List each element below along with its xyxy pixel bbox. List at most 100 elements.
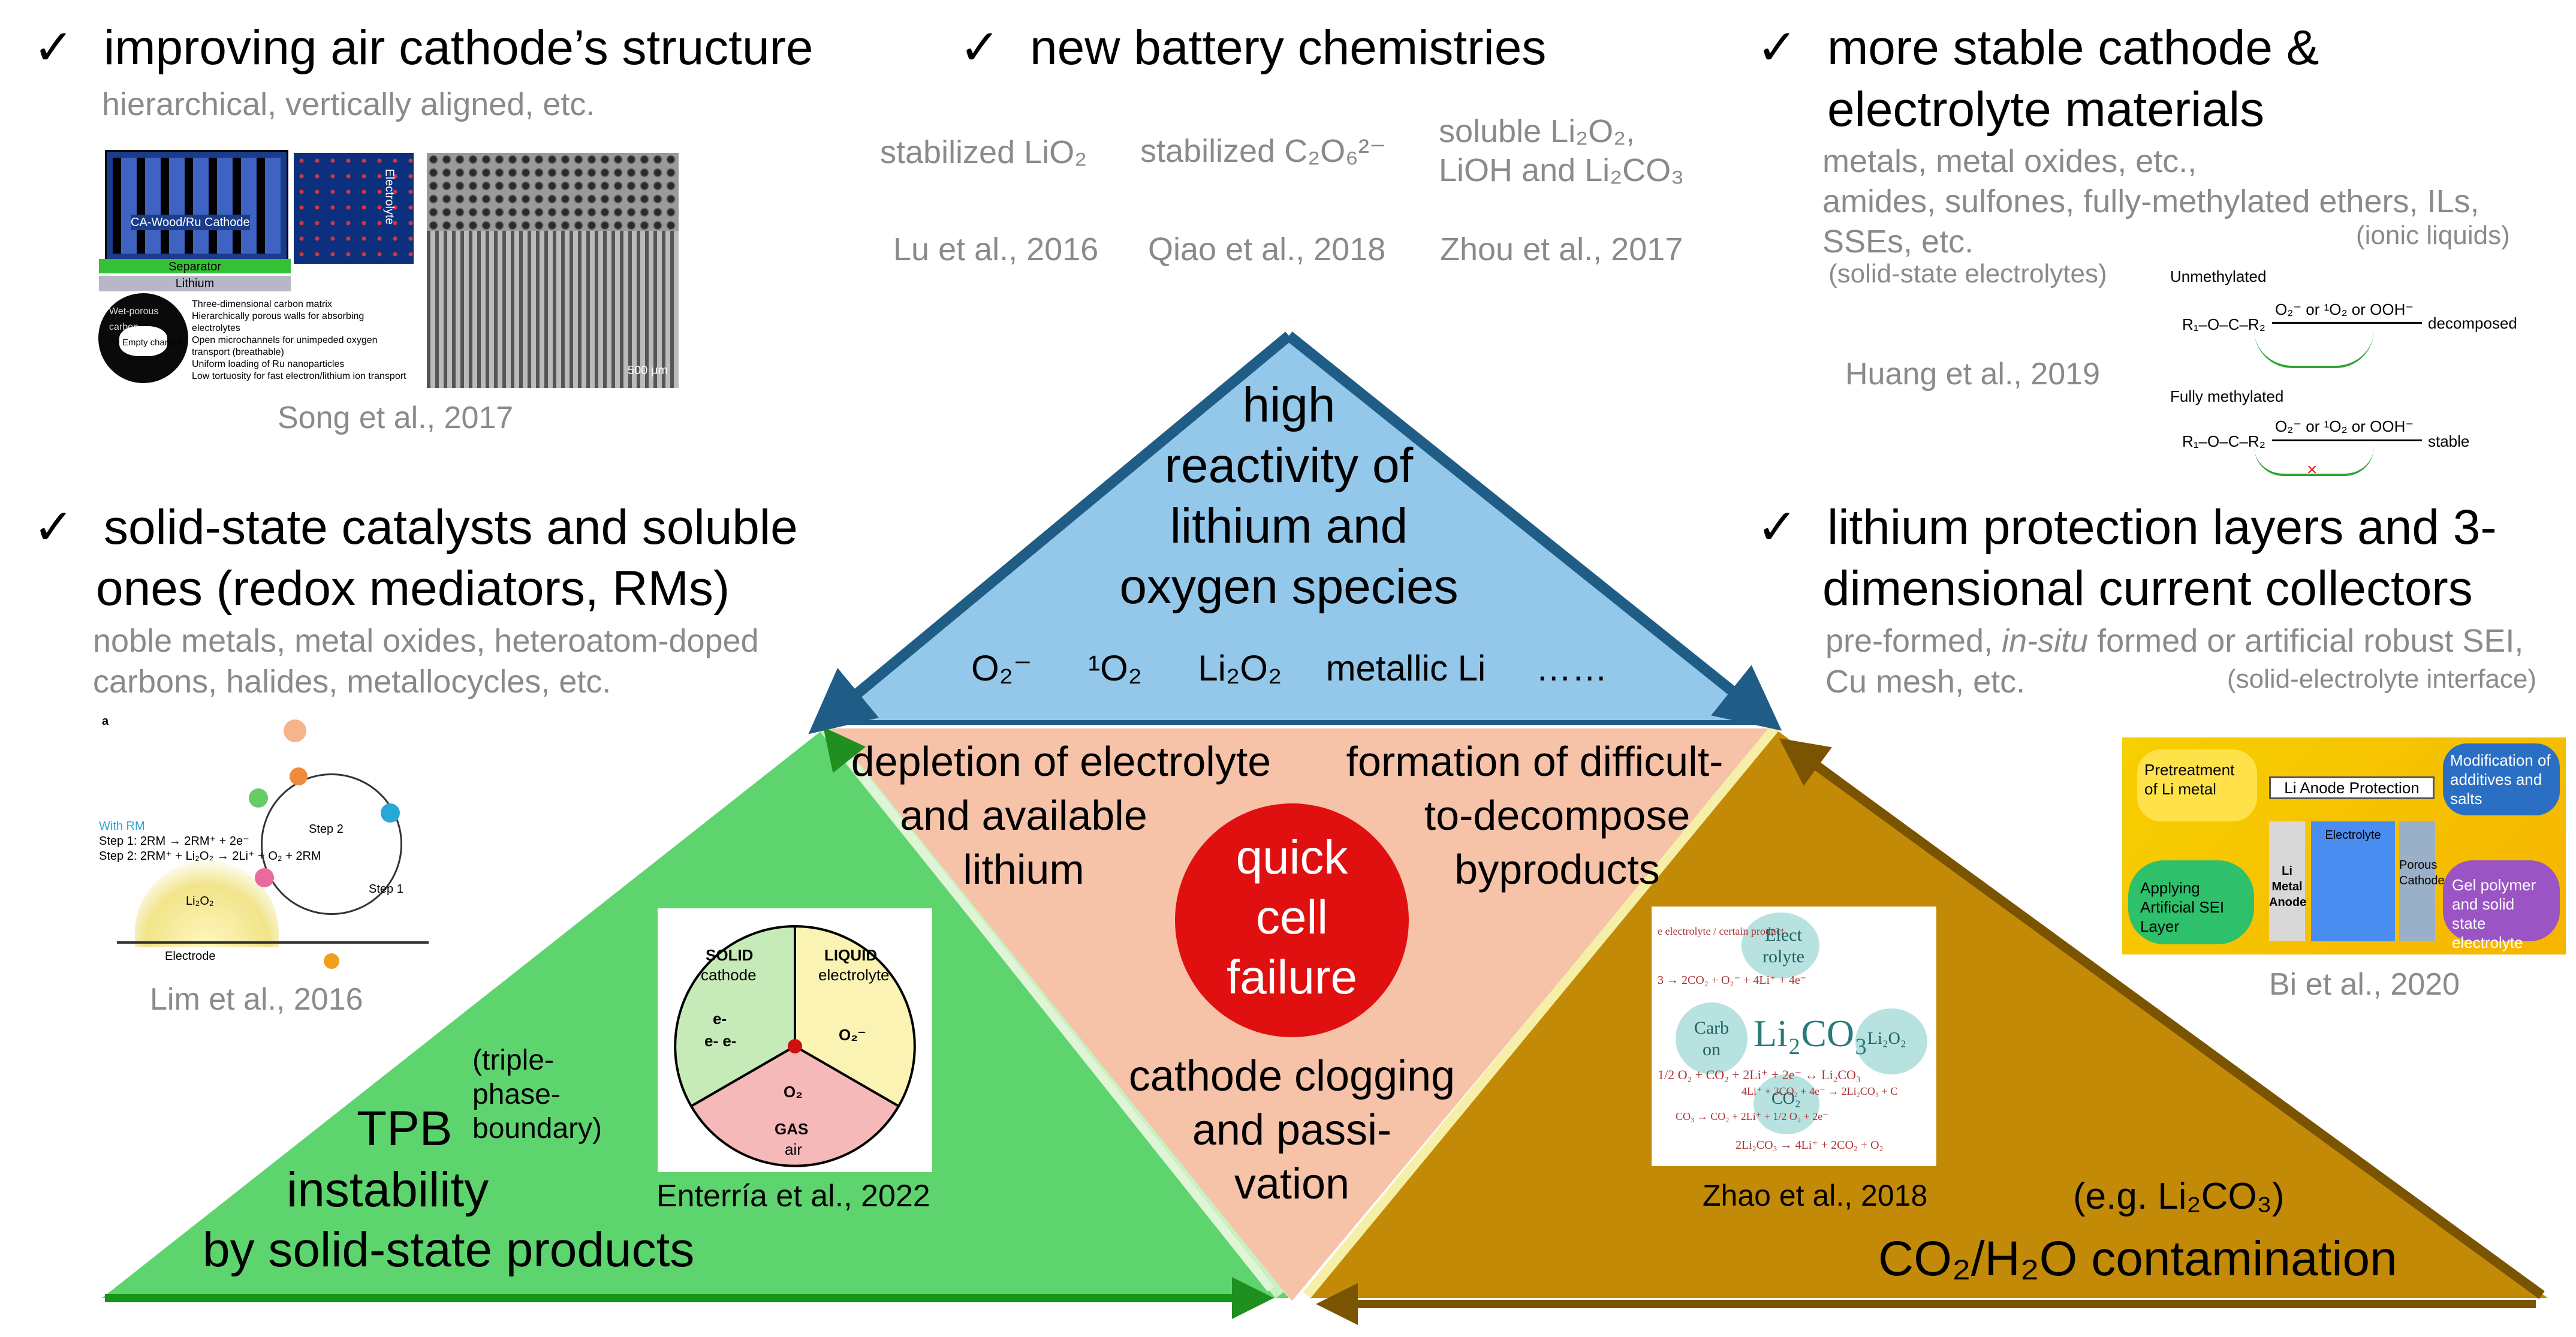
check-icon: ✓	[33, 20, 74, 75]
species-item: ¹O₂	[1087, 648, 1142, 688]
sem-image: 500 μm	[427, 153, 679, 388]
li2co3-example: (e.g. Li₂CO₃)	[2073, 1176, 2285, 1217]
tpb-note: (triple- phase- boundary)	[472, 1043, 602, 1146]
electrolyte-zoom: Electrolyte	[294, 153, 414, 264]
protection-sub-1: pre-formed, in-situ formed or artificial…	[1825, 621, 2523, 661]
protection-heading: ✓lithium protection layers and 3-	[1756, 496, 2497, 558]
electrode-label: Electrode	[165, 950, 216, 963]
check-icon: ✓	[959, 20, 1001, 75]
center-line: depletion of electrolyte	[851, 738, 1272, 785]
blue-line: high	[1242, 378, 1336, 432]
catalysts-sub-2: carbons, halides, metallocycles, etc.	[93, 664, 611, 700]
enterria-ref: Enterría et al., 2022	[656, 1179, 930, 1213]
bullet-item: Open microchannels for unimpeded oxygen …	[192, 335, 378, 357]
tpb-pie-figure: SOLID cathode LIQUID electrolyte e- e- e…	[658, 908, 932, 1172]
center-line: vation	[1234, 1160, 1350, 1208]
cathode-structure-sub: hierarchical, vertically aligned, etc.	[102, 86, 595, 122]
li2co3-figure: e electrolyte / certain product 3 → 2CO₂…	[1652, 907, 1936, 1166]
sei-note: (solid-electrolyte interface)	[2227, 664, 2536, 694]
modif-bubble: Modification of additives and salts	[2443, 743, 2560, 815]
electrolyte-block: Electrolyte	[2311, 821, 2395, 941]
solid-products-label: by solid-state products	[203, 1222, 695, 1277]
tpb-note-line: phase-	[472, 1079, 561, 1110]
tpb-pie	[674, 925, 916, 1167]
panel-a-label: a	[102, 715, 109, 728]
huang-ref: Huang et al., 2019	[1845, 357, 2100, 392]
contamination-label: CO₂/H₂O contamination	[1878, 1231, 2397, 1286]
clogging-text: cathode clogging and passi- vation	[1055, 1049, 1529, 1211]
cathode-label: CA-Wood/Ru Cathode	[131, 215, 250, 230]
zhou-ref: Zhou et al., 2017	[1440, 231, 1683, 267]
circle-line: failure	[1227, 950, 1357, 1004]
blue-line: lithium and	[1170, 499, 1408, 553]
zhao-ref: Zhao et al., 2018	[1703, 1179, 1928, 1212]
center-line: cathode clogging	[1128, 1052, 1456, 1100]
chem-item-soluble: soluble Li₂O₂,	[1439, 113, 1635, 149]
eq3: 4Li⁺ + 3CO₂ + 4e⁻ → 2Li₂CO₃ + C	[1742, 1085, 1898, 1097]
materials-sub-3: SSEs, etc.	[1822, 224, 1974, 260]
sub-part: pre-formed,	[1825, 623, 2002, 659]
feature-list: Three-dimensional carbon matrix Hierarch…	[192, 299, 414, 383]
separator-label: Separator	[99, 259, 291, 273]
circle-line: quick	[1236, 830, 1348, 884]
pie-solid-label: SOLID	[706, 946, 754, 964]
tpb-label: TPB	[357, 1101, 453, 1156]
chem-item-lio2: stabilized LiO₂	[880, 134, 1087, 170]
wood-cathode-figure: CA-Wood/Ru Cathode Separator Lithium Ele…	[90, 150, 417, 390]
with-rm-label: With RM	[99, 820, 145, 833]
bullet-item: Three-dimensional carbon matrix	[192, 299, 332, 309]
eq2: 3 → 2CO₂ + O₂⁻ + 4Li⁺ + 4e⁻	[1658, 974, 1807, 987]
center-line: lithium	[963, 846, 1084, 893]
circle-line: cell	[1255, 890, 1328, 944]
step1-eq: Step 1: 2RM → 2RM⁺ + 2e⁻	[99, 835, 249, 848]
eq5: 2Li₂CO₃ → 4Li⁺ + 2CO₂ + O₂	[1736, 1139, 1884, 1152]
cathode-block: CA-Wood/Ru Cathode	[105, 150, 288, 261]
porous-carbon-circle: Wet-porous carbon Empty channel	[96, 291, 191, 386]
gel-bubble: Gel polymer and solid state electrolyte	[2443, 860, 2560, 951]
materials-sub-2: amides, sulfones, fully-methylated ether…	[1822, 183, 2479, 219]
check-icon: ✓	[1756, 20, 1798, 75]
electrolyte-bubble: Elect rolyte	[1762, 925, 1804, 966]
empty-label: Empty channel	[122, 338, 182, 348]
species-item: Li₂O₂	[1198, 648, 1282, 688]
pie-gas-label: GAS	[775, 1120, 809, 1138]
reagent-label-2: O₂⁻ or ¹O₂ or OOH⁻	[2275, 417, 2414, 435]
anode-block: Li Metal Anode	[2269, 821, 2306, 941]
bullet-item: Hierarchically porous walls for absorbin…	[192, 311, 364, 333]
check-icon: ✓	[33, 500, 74, 555]
eq4: CO₃ → CO₂ + 2Li⁺ + 1/2 O₂ + 2e⁻	[1676, 1110, 1828, 1122]
center-line: and passi-	[1192, 1106, 1392, 1154]
species-list: O₂⁻ ¹O₂ Li₂O₂ metallic Li ……	[971, 648, 1608, 689]
center-line: and available	[900, 792, 1147, 839]
decomposed-label: decomposed	[2428, 314, 2517, 332]
chem-item-c2o6: stabilized C₂O₆²⁻	[1140, 133, 1387, 169]
materials-sub-1: metals, metal oxides, etc.,	[1822, 143, 2197, 179]
li2o2-label: Li₂O₂	[186, 895, 214, 908]
bi-ref: Bi et al., 2020	[2269, 967, 2460, 1002]
stable-materials-heading-2: electrolyte materials	[1827, 82, 2265, 137]
protection-heading-2: dimensional current collectors	[1822, 561, 2473, 616]
blue-line: oxygen species	[1119, 559, 1459, 614]
methylation-scheme: Unmethylated R₁–O–C–R₂ O₂⁻ or ¹O₂ or OOH…	[2170, 267, 2517, 480]
pie-o2: O₂	[784, 1083, 803, 1101]
carbon-bubble: Carb on	[1694, 1018, 1730, 1059]
scale-bar-label: 500 μm	[627, 364, 668, 377]
chem-item-lioh: LiOH and Li₂CO₃	[1439, 152, 1685, 188]
step-b-label: Step 1	[369, 883, 403, 896]
pie-o2minus: O₂⁻	[839, 1026, 866, 1044]
pie-e1: e-	[713, 1010, 727, 1028]
co2-bubble: CO₂	[1771, 1089, 1801, 1108]
eq1: 1/2 O₂ + CO₂ + 2Li⁺ + 2e⁻ ↔ Li₂CO₃	[1658, 1067, 1861, 1082]
species-item: O₂⁻	[971, 648, 1032, 688]
heading-text: lithium protection layers and 3-	[1827, 500, 2497, 555]
tpb-note-line: (triple-	[472, 1044, 555, 1076]
pie-cathode-label: cathode	[701, 966, 757, 984]
reagent-label-1: O₂⁻ or ¹O₂ or OOH⁻	[2275, 300, 2414, 318]
anode-protection-label: Li Anode Protection	[2269, 776, 2435, 799]
species-item: metallic Li	[1325, 648, 1486, 688]
lim-ref: Lim et al., 2016	[150, 982, 363, 1017]
pretreat-bubble: Pretreatment of Li metal	[2137, 749, 2257, 821]
il-note: (ionic liquids)	[2356, 221, 2510, 250]
step-a-label: Step 2	[309, 823, 344, 836]
pie-e2: e- e-	[704, 1032, 737, 1050]
